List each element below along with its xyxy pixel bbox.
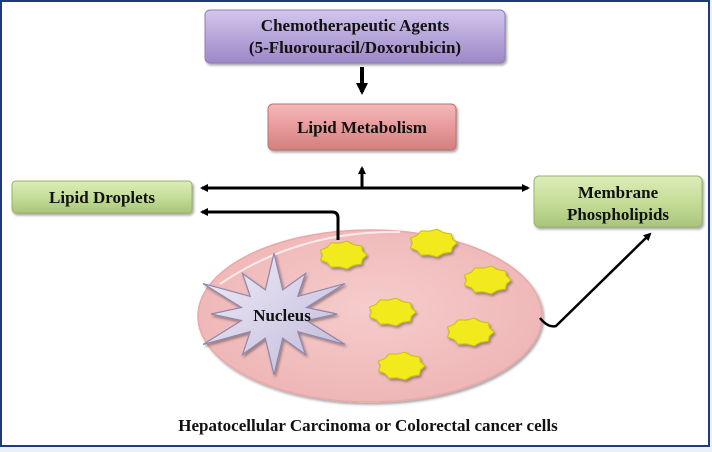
lipid-droplet — [377, 351, 426, 381]
chemo-label-line2: (5-Fluorouracil/Doxorubicin) — [249, 38, 461, 57]
lipid-droplet — [368, 297, 417, 327]
lipid-droplet — [319, 240, 368, 270]
lipid-droplet — [409, 228, 458, 258]
lipid-metabolism-node: Lipid Metabolism — [267, 103, 457, 151]
lipid-droplets-node: Lipid Droplets — [11, 180, 193, 214]
nucleus: Nucleus — [202, 253, 346, 375]
chemo-label-line1: Chemotherapeutic Agents — [261, 16, 450, 35]
lipid-droplet-group — [319, 228, 512, 381]
arrow-cell-to-lipid-droplets — [200, 208, 340, 240]
figure-caption: Hepatocellular Carcinoma or Colorectal c… — [178, 416, 558, 435]
nucleus-label: Nucleus — [253, 306, 311, 325]
membrane-phospholipids-node: Membrane Phospholipids — [533, 175, 703, 228]
nucleus-star-shape — [202, 253, 346, 375]
membrane-label-line1: Membrane — [578, 183, 659, 202]
lipid-droplet — [463, 265, 512, 295]
membrane-label-line2: Phospholipids — [567, 205, 669, 224]
lipid-metabolism-label: Lipid Metabolism — [297, 118, 427, 137]
arrow-cell-to-membrane — [539, 232, 652, 328]
chemotherapeutic-agents-node: Chemotherapeutic Agents (5-Fluorouracil/… — [204, 9, 506, 64]
cell-highlight — [219, 230, 401, 285]
lipid-droplet — [446, 317, 495, 347]
lipid-droplets-label: Lipid Droplets — [49, 188, 155, 207]
arrow-metabolism-bidirectional — [200, 166, 530, 192]
